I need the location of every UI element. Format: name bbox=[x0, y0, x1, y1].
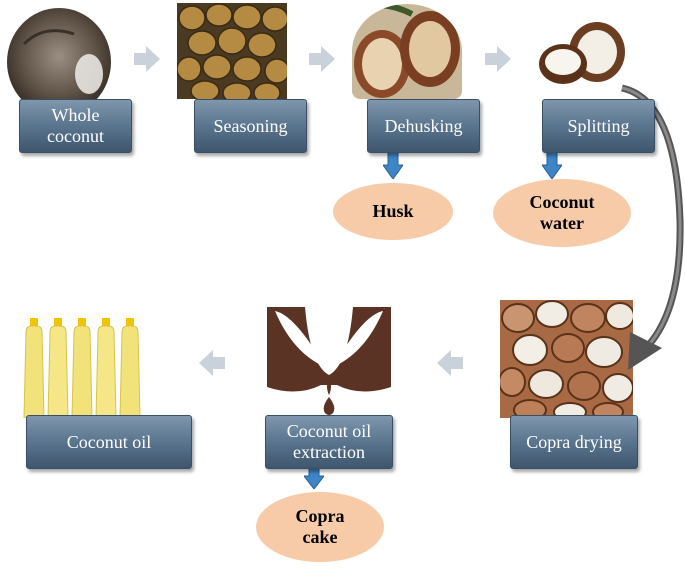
flow-arrow-left-icon bbox=[199, 350, 225, 376]
step-splitting: Splitting bbox=[542, 99, 655, 153]
flow-arrow-left-icon bbox=[437, 350, 463, 376]
whole-coconut-photo bbox=[4, 4, 114, 116]
step-seasoning: Seasoning bbox=[194, 99, 307, 153]
step-coconut-oil-extraction: Coconut oil extraction bbox=[265, 415, 393, 469]
splitting-photo bbox=[537, 20, 627, 88]
copra-drying-photo bbox=[500, 300, 633, 418]
flow-arrow-right-icon bbox=[485, 46, 511, 72]
product-coconut-water: Coconut water bbox=[493, 179, 631, 247]
step-coconut-oil: Coconut oil bbox=[26, 415, 192, 469]
coconut-oil-bottles-photo bbox=[22, 318, 146, 418]
flow-arrow-right-icon bbox=[309, 46, 335, 72]
dehusking-photo bbox=[352, 4, 462, 99]
product-husk: Husk bbox=[333, 183, 453, 240]
seasoning-photo bbox=[177, 3, 287, 99]
oil-extraction-graphic bbox=[265, 305, 393, 415]
step-dehusking: Dehusking bbox=[367, 99, 480, 153]
flow-arrow-right-icon bbox=[134, 46, 160, 72]
step-copra-drying: Copra drying bbox=[510, 415, 638, 469]
product-copra-cake: Copra cake bbox=[256, 492, 384, 562]
step-whole-coconut: Whole coconut bbox=[19, 99, 132, 153]
